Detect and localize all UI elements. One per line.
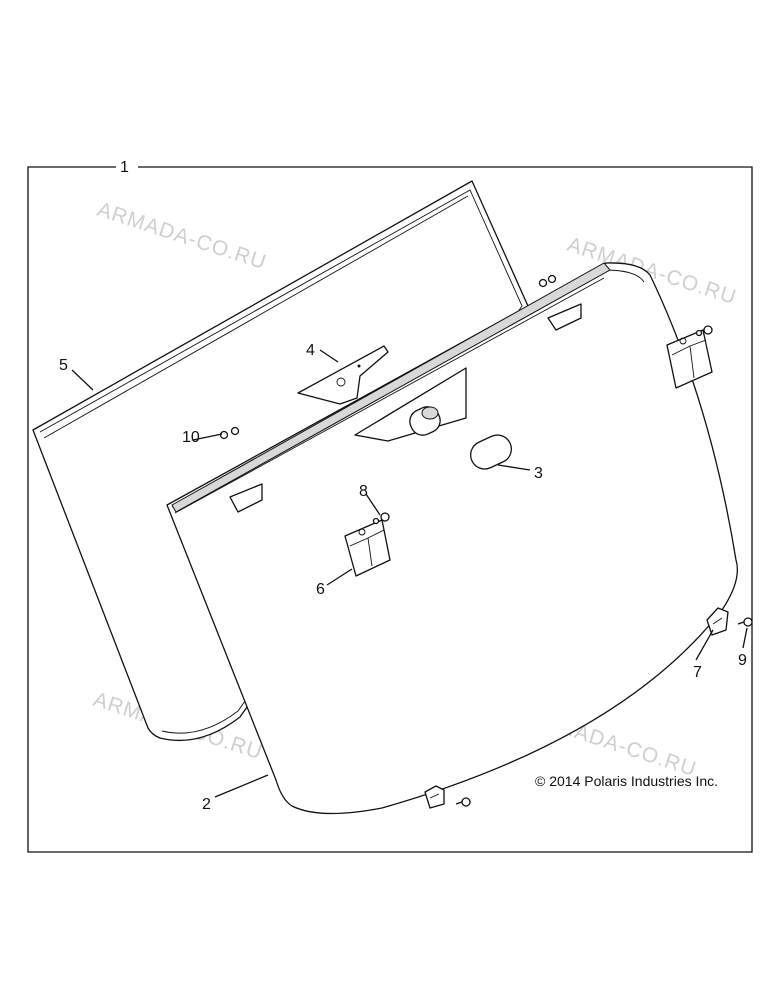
clip-bottom <box>424 785 445 809</box>
callout-1: 1 <box>120 159 129 176</box>
callout-7: 7 <box>693 664 702 681</box>
hinge-bracket-right <box>666 329 713 389</box>
callouts: 1 2 3 4 5 6 7 8 9 10 <box>59 159 747 813</box>
assembly-frame <box>27 166 753 853</box>
callout-6: 6 <box>316 581 325 598</box>
callout-5: 5 <box>59 357 68 374</box>
callout-10: 10 <box>182 429 200 446</box>
callout-3: 3 <box>534 465 543 482</box>
callout-2: 2 <box>202 796 211 813</box>
cap-plug <box>470 434 512 470</box>
callout-9: 9 <box>738 652 747 669</box>
mirror-plate <box>297 345 389 405</box>
watermark-1: ARMADA-CO.RU <box>94 198 269 274</box>
callout-4: 4 <box>306 342 315 359</box>
windshield-glass <box>166 262 739 815</box>
fasteners <box>219 274 753 807</box>
callout-8: 8 <box>359 483 368 500</box>
leader-lines <box>71 349 748 798</box>
hinge-bracket-left <box>344 519 391 577</box>
copyright-text: © 2014 Polaris Industries Inc. <box>535 773 718 789</box>
